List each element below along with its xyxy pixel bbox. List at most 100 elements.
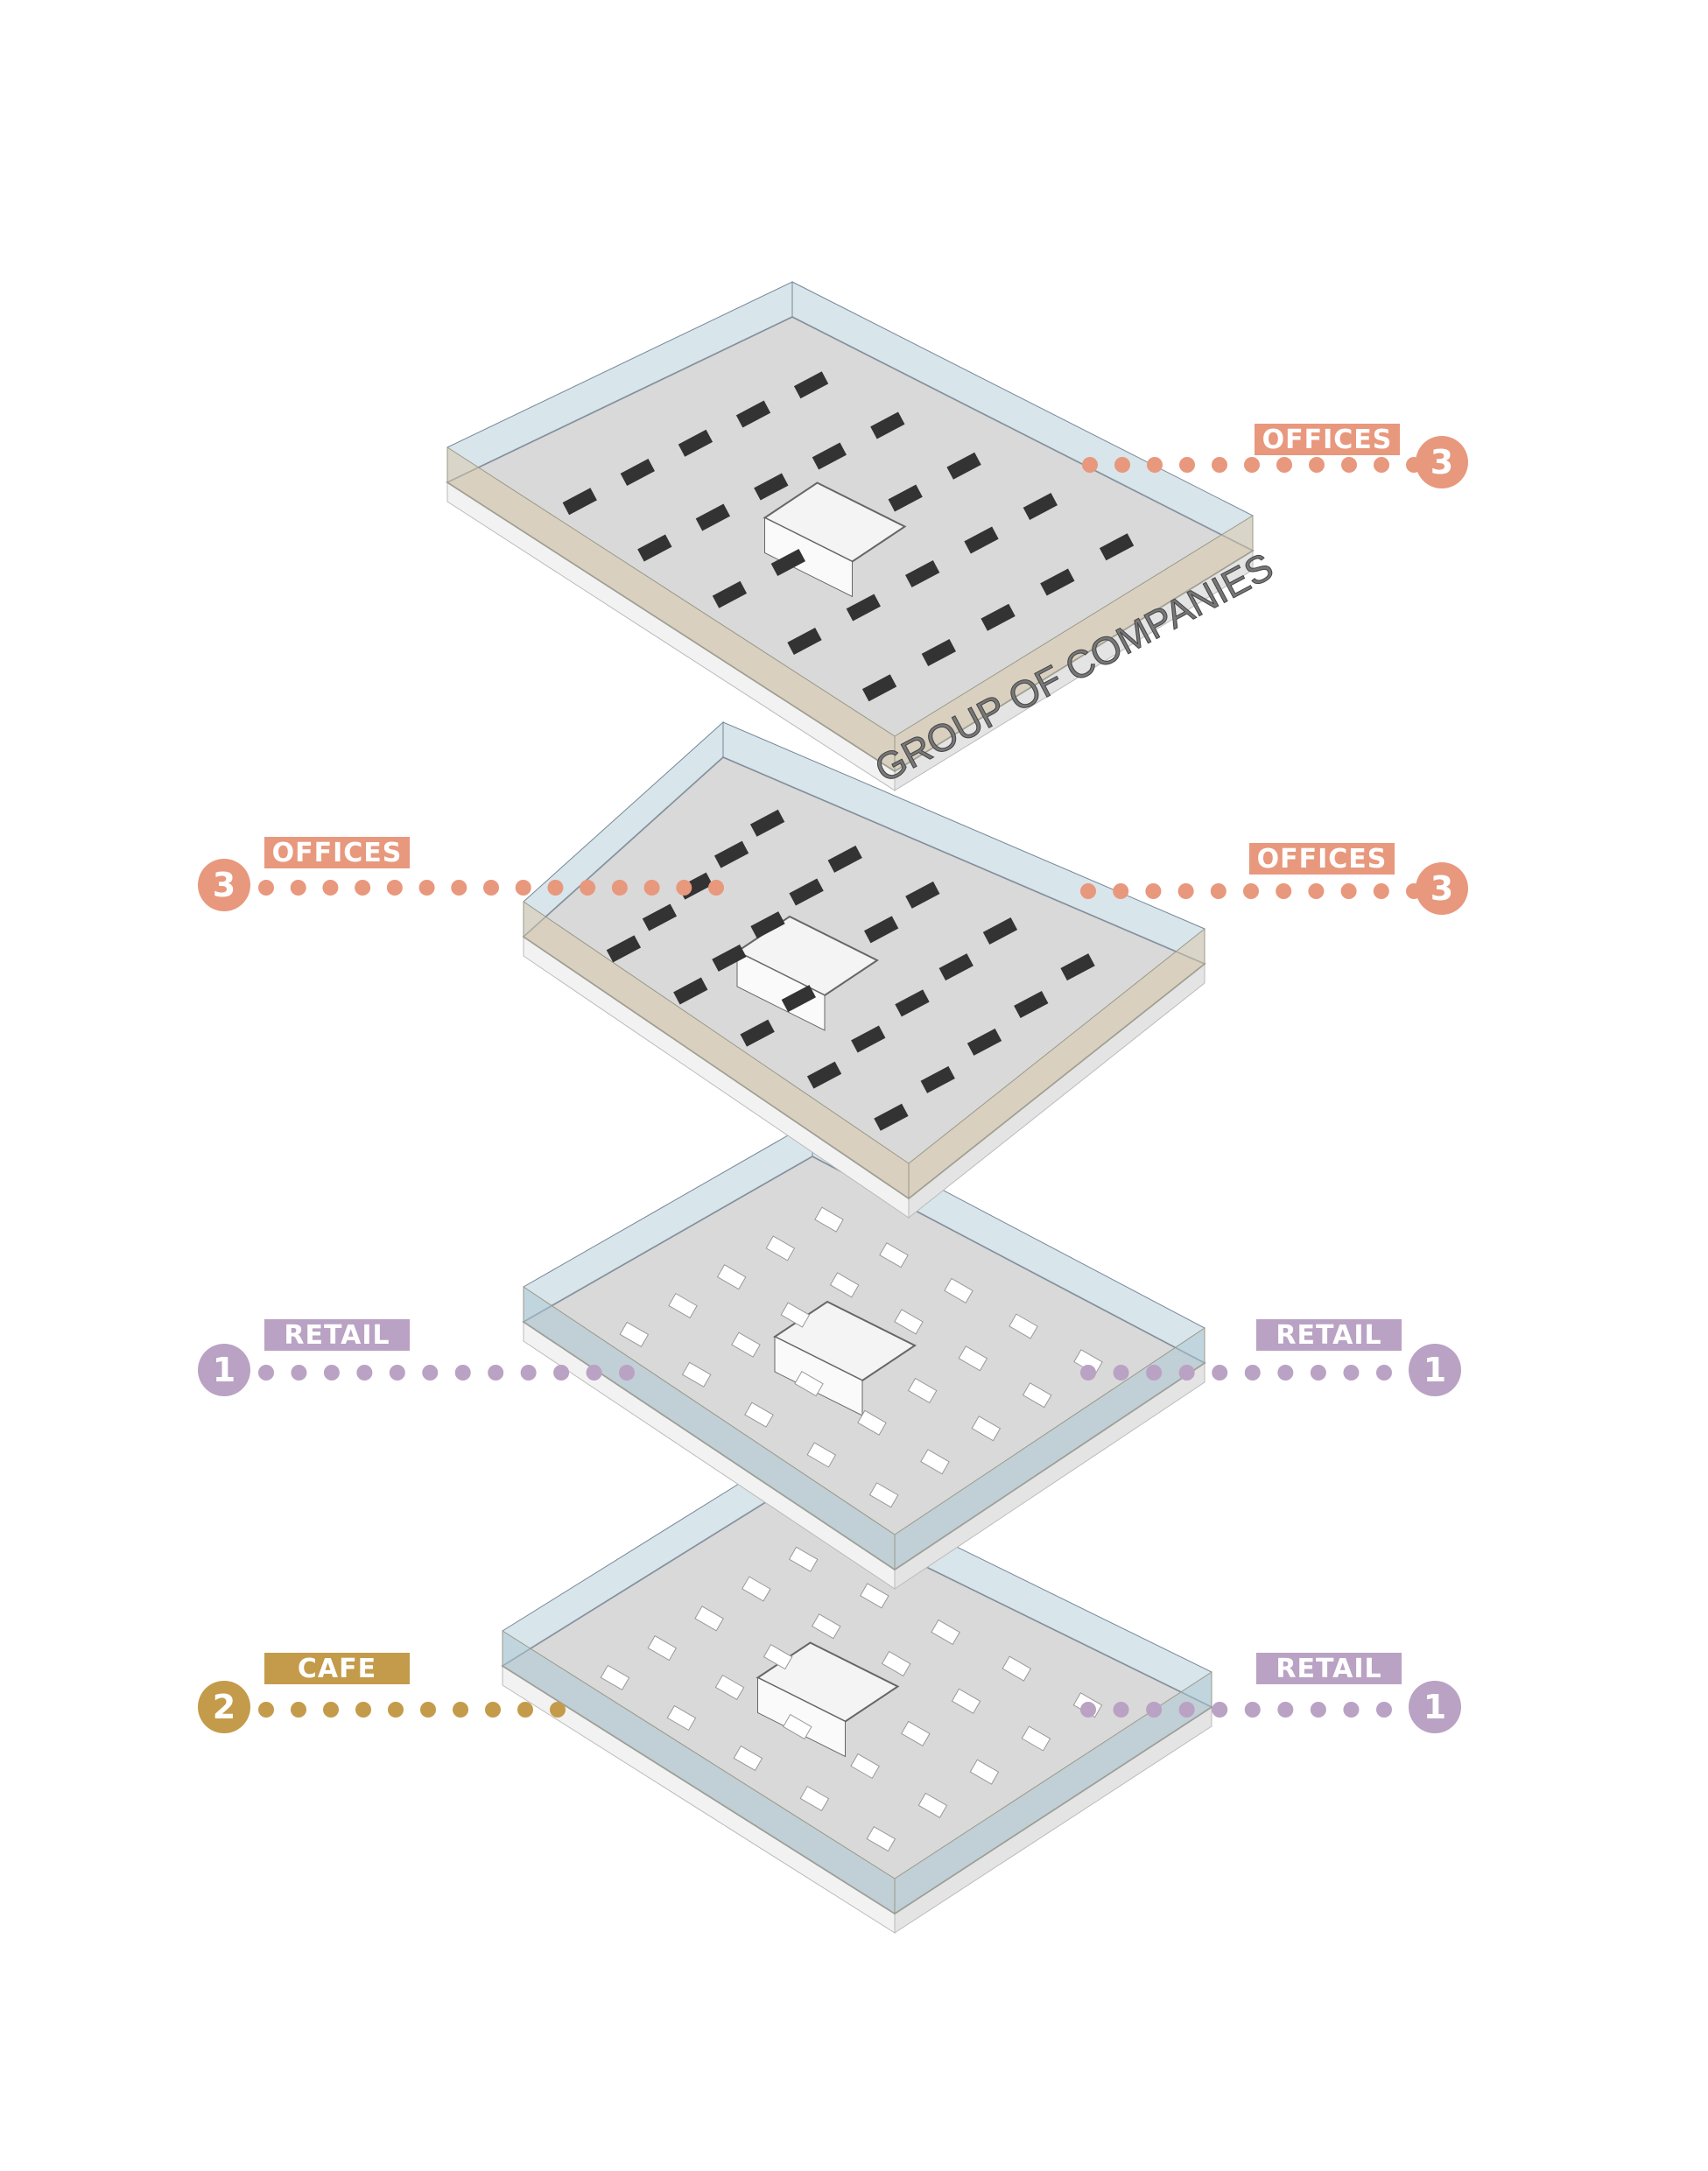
leader-dot [1341,457,1357,473]
desk-cluster [806,1061,842,1089]
leader-dot [1080,1702,1096,1718]
shelf-unit [780,1302,811,1328]
leader-dot [611,880,628,896]
leader-dot [1340,883,1357,899]
desk-cluster [754,473,789,501]
desk-cluster [673,977,708,1005]
desk-cluster [695,503,730,531]
leader-dot [1146,1702,1163,1718]
leader-dot [1376,1702,1392,1718]
desk-cluster [812,442,847,470]
leader-dot [485,1702,501,1718]
leader-dot [323,1365,340,1381]
leader-dot [1147,457,1163,473]
desk-cluster [982,917,1018,945]
leader-dot [1376,1365,1392,1381]
shelf-unit [894,1309,924,1335]
label-offices-floor-4-right: OFFICES [1255,424,1400,455]
leader-dot [1343,1702,1360,1718]
leader-dot [708,880,724,896]
leader-dot [1177,883,1194,899]
leader-dot [1179,457,1195,473]
leader-dot [483,880,499,896]
desk-cluster [749,809,785,837]
shelf-unit [763,1644,793,1670]
leader-dot [386,880,403,896]
leader-dot [1080,883,1096,899]
shelf-unit [958,1345,988,1372]
shelf-unit [681,1361,712,1388]
shelf-unit [857,1409,887,1436]
leader-dot [422,1365,439,1381]
leader-dot [290,880,306,896]
number-badge: 3 [1416,436,1468,488]
desk-cluster [920,1065,955,1093]
leader-dot [1373,883,1389,899]
leader-dot [451,880,467,896]
leader-dot [1310,1365,1326,1381]
label-retail-floor-2-right: RETAIL [1256,1319,1402,1351]
desk-cluster [793,371,829,399]
desk-cluster [921,638,956,667]
leader-dot [586,1365,602,1381]
shelf-unit [860,1583,889,1609]
leader-dot [453,1702,468,1718]
shelf-unit [920,1449,950,1475]
desk-cluster [1060,953,1095,981]
desk-cluster [712,944,747,972]
leader-dot [355,880,371,896]
leader-dot [388,1702,404,1718]
leader-dot [355,1702,371,1718]
shelf-unit [868,1482,899,1508]
shelf-unit [806,1442,837,1468]
number-badge: 2 [198,1681,250,1733]
leader-dot [291,1702,306,1718]
shelf-unit [951,1688,981,1714]
leader-dot [553,1365,570,1381]
shelf-unit [829,1272,860,1298]
shelf-unit [716,1264,747,1290]
number-badge: 3 [1416,862,1468,915]
number-badge: 1 [1409,1681,1461,1733]
desk-cluster [678,429,713,457]
shelf-unit [1002,1655,1032,1682]
desk-cluster [781,985,816,1013]
shelf-unit [714,1674,745,1701]
leader-dot [619,1365,635,1381]
shelf-unit [694,1605,724,1632]
label-offices-floor-3-left: OFFICES [264,837,410,868]
desk-cluster [637,534,672,562]
leader-dot [323,1702,339,1718]
shelf-unit [969,1759,1000,1785]
leader-dot [258,1702,274,1718]
shelf-unit [901,1720,931,1746]
shelf-unit [744,1402,774,1428]
number-badge: 1 [198,1344,250,1396]
desk-cluster [712,580,748,608]
leader-dot [322,880,339,896]
shelf-unit [944,1277,973,1304]
leader-dot [1113,883,1129,899]
leader-dot [1244,1702,1261,1718]
leader-dot [1277,1702,1294,1718]
desk-cluster [864,916,899,944]
leader-dot [1145,883,1162,899]
leader-dot [1276,457,1292,473]
label-cafe-floor-1-left: CAFE [264,1653,410,1684]
leader-dot [517,1702,533,1718]
shelf-unit [814,1206,844,1233]
desk-cluster [1099,533,1135,561]
desk-cluster [1014,990,1049,1019]
desk-cluster [874,1103,909,1131]
leader-dot [1113,1365,1129,1381]
shelf-unit [794,1371,824,1397]
desk-cluster [787,627,822,656]
leader-dot [550,1702,566,1718]
shelf-unit [733,1745,763,1772]
label-retail-floor-1-right: RETAIL [1256,1653,1402,1684]
floor-4-plate [445,281,1255,791]
shelf-unit [742,1576,771,1602]
desk-cluster [562,488,597,516]
leader-dot [291,1365,307,1381]
desk-cluster [642,903,678,931]
